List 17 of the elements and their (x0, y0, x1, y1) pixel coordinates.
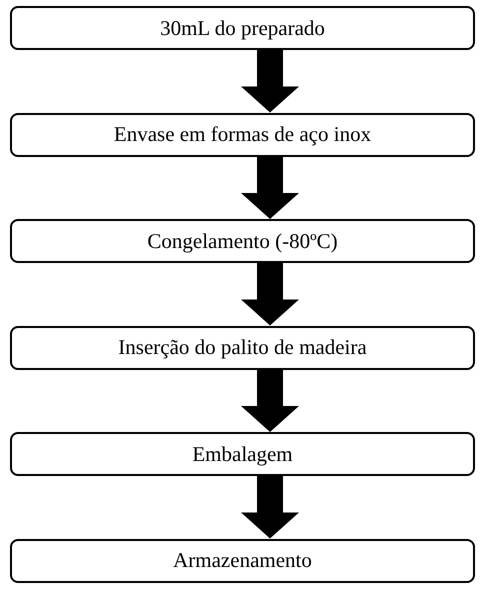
process-box (10, 326, 475, 370)
step-label: Envase em formas de aço inox (114, 122, 372, 147)
process-box (10, 219, 475, 263)
step-label: Armazenamento (173, 548, 312, 573)
process-box (10, 538, 475, 582)
arrow (241, 156, 299, 219)
arrow (241, 50, 299, 112)
step-label: Inserção do palito de madeira (118, 335, 367, 360)
arrow (241, 370, 299, 432)
arrow (241, 263, 299, 326)
arrow (241, 476, 299, 538)
process-box (10, 432, 475, 476)
process-box (10, 6, 475, 50)
step-label: Congelamento (-80ºC) (147, 228, 338, 254)
step-label: 30mL do preparado (160, 16, 325, 40)
process-box (10, 112, 475, 156)
step-label: Embalagem (192, 442, 293, 466)
